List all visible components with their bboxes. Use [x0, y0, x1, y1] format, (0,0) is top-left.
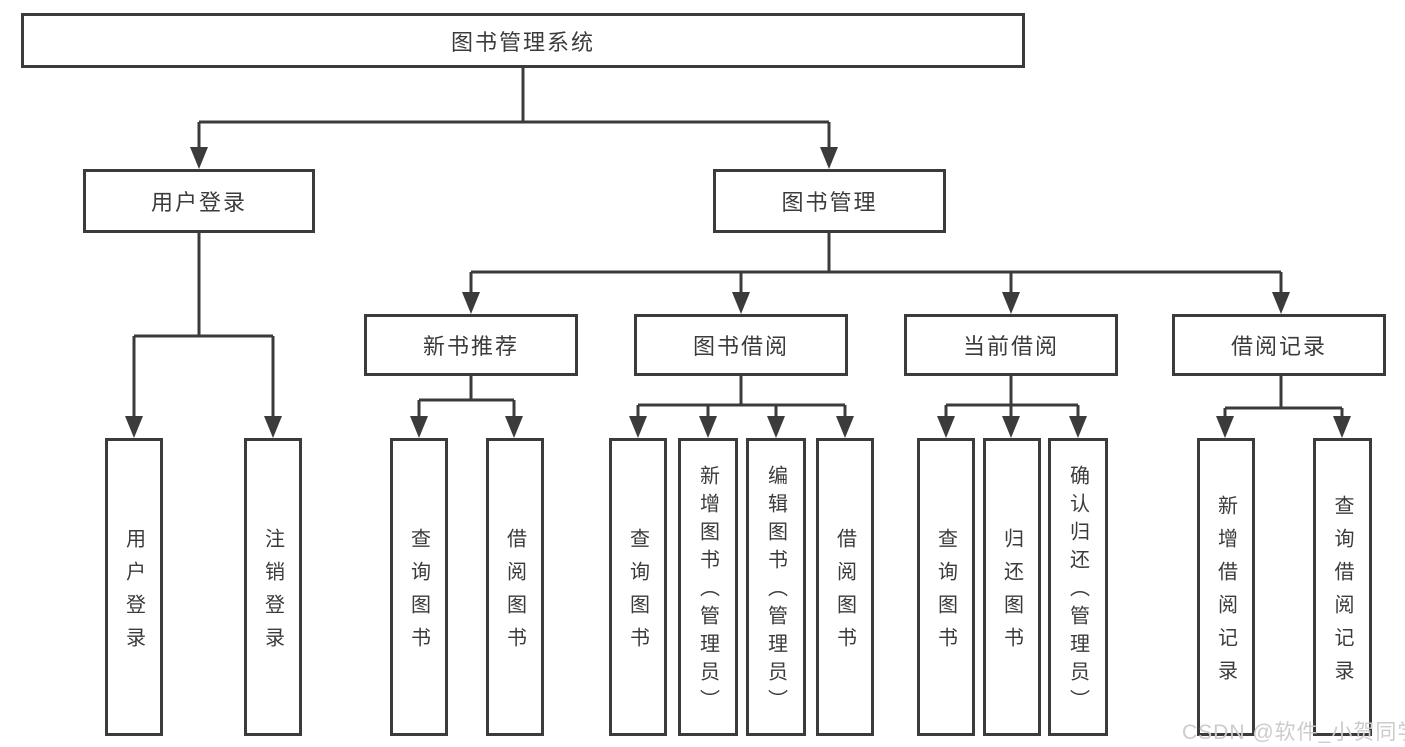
node-current-borrowing: 当前借阅 [904, 314, 1118, 376]
node-leaf-query-books-1-label: 查询图书 [407, 527, 430, 660]
node-borrowing-records: 借阅记录 [1172, 314, 1386, 376]
arrowhead [462, 292, 480, 314]
arrowhead [410, 416, 428, 438]
node-library-system-label: 图书管理系统 [450, 29, 595, 55]
arrowhead [1002, 292, 1020, 314]
node-leaf-query-books-3-label: 查询图书 [934, 527, 957, 660]
arrowhead [767, 416, 785, 438]
node-leaf-edit-books-admin-label: 编辑图书（管理员） [764, 465, 787, 717]
connector-root-to-level2 [190, 68, 838, 169]
node-leaf-add-borrow-record: 新增借阅记录 [1197, 438, 1255, 736]
connector-book-mgmt-to-level3 [462, 233, 1290, 314]
node-current-borrowing-label: 当前借阅 [962, 334, 1059, 359]
node-leaf-user-login-label: 用户登录 [122, 527, 145, 660]
node-leaf-add-books-admin-label: 新增图书（管理员） [696, 465, 719, 717]
arrowhead [125, 416, 143, 438]
node-leaf-user-login: 用户登录 [105, 438, 163, 736]
node-user-login-label: 用户登录 [150, 190, 247, 215]
connector-book-borrow-to-leaves [629, 376, 854, 438]
node-new-book-recommendation-label: 新书推荐 [422, 334, 519, 359]
node-user-login: 用户登录 [83, 169, 315, 233]
arrowhead [264, 416, 282, 438]
arrowhead [1333, 416, 1351, 438]
node-leaf-borrow-books-1: 借阅图书 [486, 438, 544, 736]
node-leaf-borrow-books-1-label: 借阅图书 [503, 527, 526, 660]
node-leaf-borrow-books-2: 借阅图书 [816, 438, 874, 736]
node-book-management: 图书管理 [713, 169, 946, 233]
node-leaf-edit-books-admin: 编辑图书（管理员） [746, 438, 806, 736]
arrowhead [1272, 292, 1290, 314]
node-book-borrowing: 图书借阅 [634, 314, 848, 376]
node-leaf-logout: 注销登录 [244, 438, 302, 736]
arrowhead [190, 147, 208, 169]
arrowhead [629, 416, 647, 438]
arrowhead [820, 147, 838, 169]
arrowhead [699, 416, 717, 438]
node-leaf-query-books-1: 查询图书 [390, 438, 448, 736]
connector-user-login-to-leaves [125, 233, 282, 438]
connector-current-borrow-to-leaves [937, 376, 1087, 438]
connector-borrow-records-to-leaves [1216, 376, 1351, 438]
node-leaf-borrow-books-2-label: 借阅图书 [833, 527, 856, 660]
connector-new-book-rec-to-leaves [410, 376, 523, 438]
node-leaf-add-books-admin: 新增图书（管理员） [678, 438, 738, 736]
node-new-book-recommendation: 新书推荐 [364, 314, 578, 376]
node-leaf-query-borrow-record-label: 查询借阅记录 [1331, 494, 1353, 693]
csdn-watermark: CSDN @软件_小贺同学 [1182, 721, 1405, 744]
node-library-system: 图书管理系统 [21, 13, 1025, 68]
node-borrowing-records-label: 借阅记录 [1230, 334, 1327, 359]
node-book-management-label: 图书管理 [781, 190, 878, 215]
arrowhead [1216, 416, 1234, 438]
arrowhead [505, 416, 523, 438]
node-leaf-add-borrow-record-label: 新增借阅记录 [1214, 494, 1237, 693]
arrowhead [836, 416, 854, 438]
node-leaf-query-borrow-record: 查询借阅记录 [1313, 438, 1372, 736]
node-leaf-query-books-3: 查询图书 [917, 438, 975, 736]
node-leaf-return-books-label: 归还图书 [1000, 527, 1023, 660]
node-leaf-confirm-return-admin: 确认归还（管理员） [1048, 438, 1108, 736]
arrowhead [1002, 416, 1020, 438]
node-leaf-query-books-2: 查询图书 [609, 438, 667, 736]
node-leaf-logout-label: 注销登录 [261, 527, 284, 660]
arrowhead [732, 292, 750, 314]
arrowhead [937, 416, 955, 438]
node-leaf-query-books-2-label: 查询图书 [626, 527, 649, 660]
node-book-borrowing-label: 图书借阅 [692, 334, 789, 359]
node-leaf-confirm-return-admin-label: 确认归还（管理员） [1066, 465, 1089, 717]
arrowhead [1069, 416, 1087, 438]
node-leaf-return-books: 归还图书 [983, 438, 1041, 736]
